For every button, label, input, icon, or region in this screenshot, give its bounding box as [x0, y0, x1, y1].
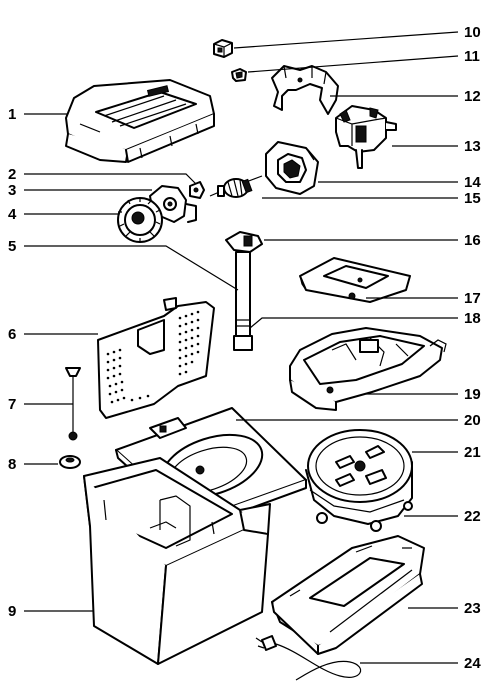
part-label-10: 10 [464, 24, 481, 41]
part-label-14: 14 [464, 174, 481, 191]
leader-10 [233, 31, 459, 49]
part-1-drawing [65, 79, 215, 163]
part-16-drawing [225, 231, 263, 253]
part-label-5: 5 [8, 238, 16, 255]
part-21-drawing [307, 429, 413, 503]
part-15-drawing [209, 175, 263, 198]
part-9-drawing [83, 457, 271, 665]
part-label-23: 23 [464, 600, 481, 617]
part-label-2: 2 [8, 166, 16, 183]
part-label-1: 1 [8, 106, 16, 123]
part-7-drawing [65, 367, 81, 441]
part-12-drawing [271, 65, 339, 115]
part-label-15: 15 [464, 190, 481, 207]
part-label-8: 8 [8, 456, 16, 473]
part-label-6: 6 [8, 326, 16, 343]
part-label-19: 19 [464, 386, 481, 403]
part-14-drawing [265, 141, 319, 195]
part-24-drawing [255, 635, 362, 681]
part-label-13: 13 [464, 138, 481, 155]
part-23-drawing [271, 535, 425, 655]
part-18-drawing [233, 251, 253, 351]
part-label-3: 3 [8, 182, 16, 199]
part-10-drawing [213, 39, 233, 58]
leader-2 [24, 173, 197, 185]
part-17-drawing [299, 257, 411, 303]
part-4-drawing [117, 197, 163, 243]
part-label-21: 21 [464, 444, 481, 461]
leader-lines [24, 31, 459, 664]
part-6-drawing [97, 297, 215, 419]
part-label-18: 18 [464, 310, 481, 327]
leader-11 [247, 55, 459, 73]
part-19-drawing [289, 327, 447, 411]
part-label-4: 4 [8, 206, 17, 223]
part-label-12: 12 [464, 88, 481, 105]
part-labels: 1 2 3 4 5 6 7 8 9 10 11 12 13 14 15 16 1… [8, 24, 481, 672]
part-label-16: 16 [464, 232, 481, 249]
leader-18 [249, 317, 458, 329]
part-label-17: 17 [464, 290, 481, 307]
part-11-drawing [231, 68, 247, 82]
part-2-drawing [189, 181, 205, 199]
part-13-drawing [335, 105, 397, 169]
part-8-drawing [59, 455, 81, 469]
leader-5 [24, 245, 239, 291]
part-label-24: 24 [464, 655, 481, 672]
part-label-20: 20 [464, 412, 481, 429]
part-label-22: 22 [464, 508, 481, 525]
part-label-7: 7 [8, 396, 16, 413]
perforations [106, 310, 200, 404]
part-label-9: 9 [8, 603, 16, 620]
part-label-11: 11 [464, 48, 480, 65]
